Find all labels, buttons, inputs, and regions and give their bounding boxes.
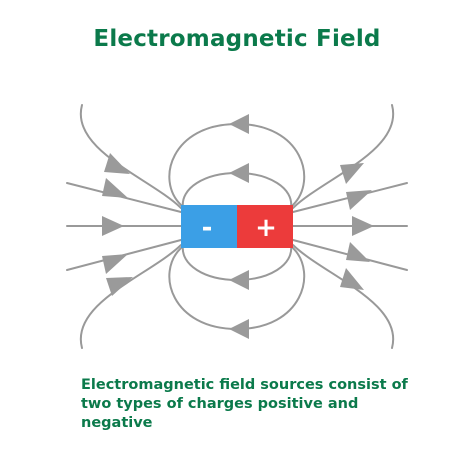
arrow-left-icon	[229, 270, 249, 290]
right-curve-bottom	[292, 244, 395, 349]
outer-loop-top	[168, 122, 306, 206]
caption-text: Electromagnetic field sources consist of…	[81, 377, 408, 431]
arrow-icon	[102, 254, 128, 274]
arrowheads	[102, 114, 374, 339]
arrow-icon	[352, 216, 374, 236]
page-title: Electromagnetic Field	[93, 26, 381, 52]
arrow-icon	[106, 277, 133, 296]
negative-pole-label: -	[202, 213, 213, 243]
left-curve-bottom	[79, 244, 182, 349]
inner-loop-top	[181, 171, 293, 209]
negative-pole	[181, 205, 237, 248]
left-curve-top	[79, 104, 182, 209]
arrow-icon	[346, 190, 372, 210]
arrow-left-icon	[229, 114, 249, 134]
inner-loop-bottom	[181, 244, 293, 282]
positive-pole	[237, 205, 293, 248]
arrow-icon	[340, 268, 364, 290]
arrow-icon	[102, 216, 124, 236]
outer-loop-bottom	[168, 247, 306, 331]
right-field-lines	[292, 104, 408, 349]
left-field-lines	[66, 104, 182, 349]
arrow-icon	[104, 153, 130, 174]
arrow-left-icon	[229, 319, 249, 339]
positive-pole-label: +	[255, 213, 277, 243]
arrow-left-icon	[229, 163, 249, 183]
arrow-icon	[102, 178, 128, 198]
magnet: - +	[181, 205, 293, 248]
right-curve-top	[292, 104, 395, 209]
arrow-icon	[346, 242, 370, 262]
arrow-icon	[340, 163, 364, 184]
